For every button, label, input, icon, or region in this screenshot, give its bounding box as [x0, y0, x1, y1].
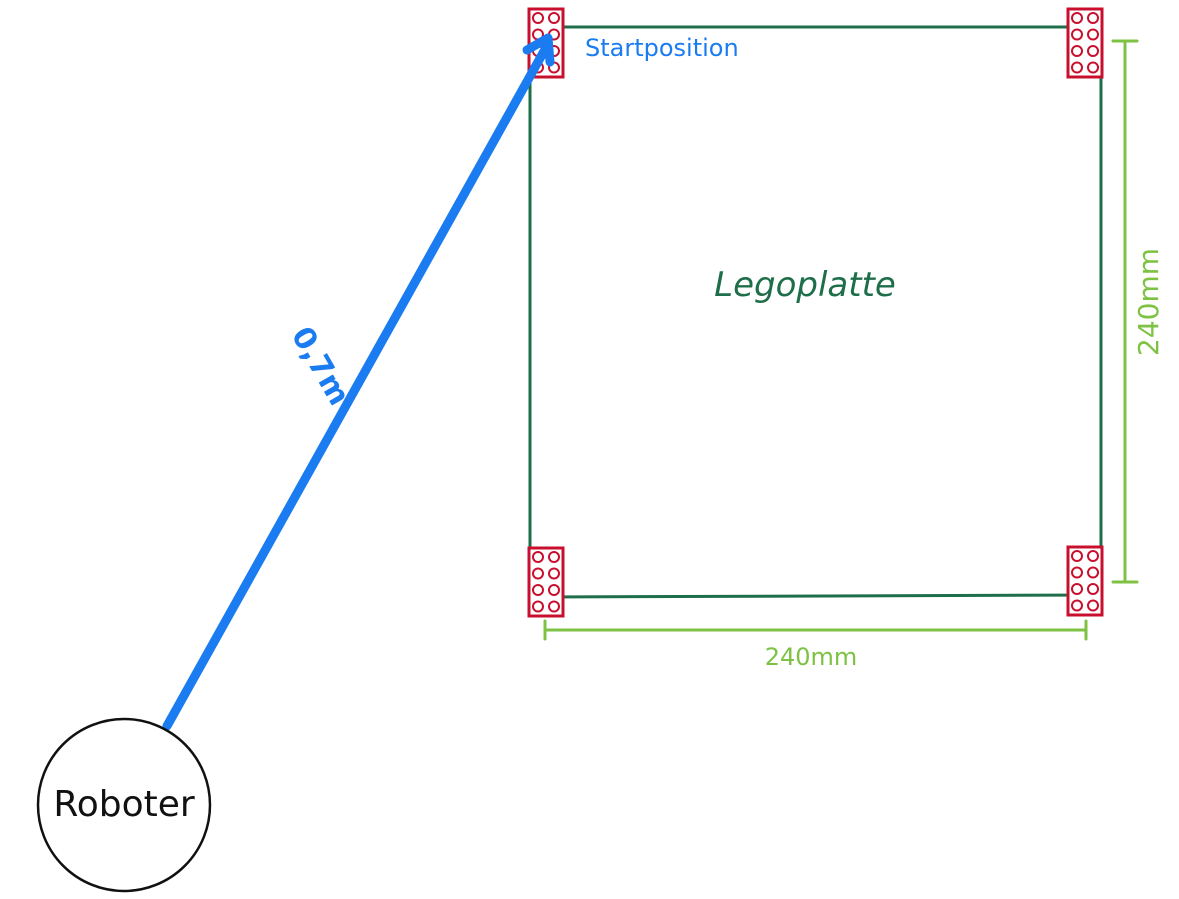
- brick-stud: [1071, 12, 1083, 24]
- brick-stud: [1087, 61, 1099, 74]
- brick-body: [1066, 7, 1104, 79]
- brick-stud: [1087, 566, 1099, 579]
- corner-bricks: [527, 7, 1104, 618]
- brick-stud: [532, 12, 544, 24]
- robot-circle: [36, 717, 212, 893]
- brick-stud: [548, 551, 560, 563]
- brick-stud: [548, 12, 560, 24]
- brick-stud: [532, 551, 544, 563]
- brick-bottom-right: [1066, 545, 1104, 617]
- brick-stud: [1071, 566, 1083, 579]
- brick-stud: [1087, 45, 1099, 57]
- start-position-label: Startposition: [585, 34, 739, 62]
- dimension-vertical: [1111, 39, 1139, 584]
- height-dimension-label: 240mm: [1132, 248, 1165, 356]
- brick-stud: [1087, 583, 1099, 595]
- brick-stud: [548, 600, 560, 613]
- brick-top-right: [1066, 7, 1104, 79]
- brick-stud: [1071, 61, 1083, 74]
- brick-stud: [532, 584, 544, 596]
- dimension-horizontal: [543, 619, 1088, 641]
- brick-bottom-left: [527, 546, 565, 618]
- brick-stud: [548, 584, 560, 596]
- brick-stud: [1071, 28, 1083, 41]
- brick-stud: [1087, 550, 1099, 562]
- brick-body: [1066, 545, 1104, 617]
- brick-stud: [1087, 599, 1099, 612]
- brick-stud: [1087, 12, 1099, 24]
- lego-plate: [528, 25, 1103, 599]
- brick-stud: [1071, 583, 1083, 595]
- plate-edge-bottom: [544, 593, 1102, 599]
- brick-stud: [1071, 550, 1083, 562]
- brick-stud: [1087, 28, 1099, 41]
- brick-body: [527, 546, 565, 618]
- brick-stud: [532, 567, 544, 580]
- brick-stud: [548, 567, 560, 580]
- robot-label: Roboter: [53, 784, 195, 825]
- arrow-distance-label: 0,7m: [284, 321, 357, 412]
- width-dimension-label: 240mm: [765, 643, 858, 671]
- plate-label: Legoplatte: [714, 265, 896, 305]
- brick-stud: [532, 600, 544, 613]
- brick-stud: [1071, 45, 1083, 57]
- brick-stud: [1071, 599, 1083, 612]
- path-arrow: [162, 33, 555, 731]
